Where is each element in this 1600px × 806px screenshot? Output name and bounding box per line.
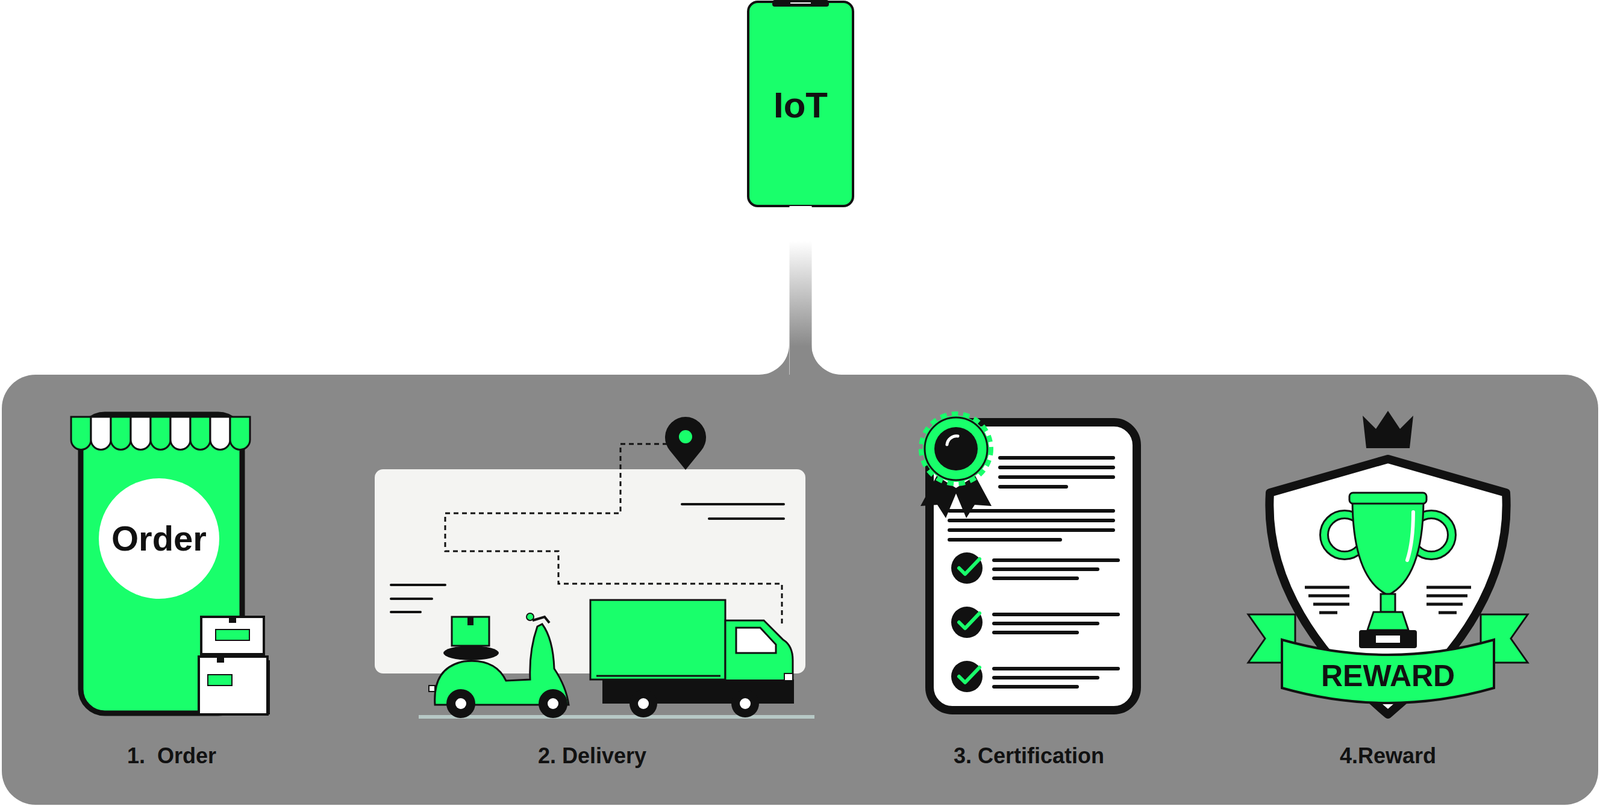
step-caption: 1. Order [127,743,217,769]
awning-stripe [230,416,250,450]
step-caption: 3. Certification [953,743,1105,769]
reward-shield [1269,410,1507,715]
node-label: IoT [773,85,828,126]
awning-stripe [130,416,151,450]
order-screen: Order [80,412,243,714]
delivery-map [374,416,815,717]
iot-phone [748,0,854,207]
step-caption: 4.Reward [1339,743,1437,769]
awning [71,416,250,450]
awning-stripe [150,416,171,450]
certificate [920,415,1137,711]
scooter [428,613,569,719]
truck [590,600,794,718]
awning-stripe [170,416,191,450]
reward-ribbon [1248,614,1528,704]
awning-stripe [90,416,111,450]
awning-stripe [190,416,211,450]
awning-stripe [210,416,231,450]
node-label: REWARD [1321,659,1455,693]
process-band: 1. Order 2. Delivery 3. Certification 4.Rew… [1,374,1599,805]
node-label: Order [111,519,207,558]
connector-stem [789,206,813,376]
awning-stripe [71,416,91,450]
panel-fillet [811,344,842,376]
order-phone [71,414,270,715]
awning-stripe [110,416,131,450]
panel-fillet [759,344,790,376]
panel-band [1,374,1599,805]
step-caption: 2. Delivery [537,743,647,769]
iot-device: IoT [748,1,854,207]
reward-banner: REWARD [1281,644,1494,705]
